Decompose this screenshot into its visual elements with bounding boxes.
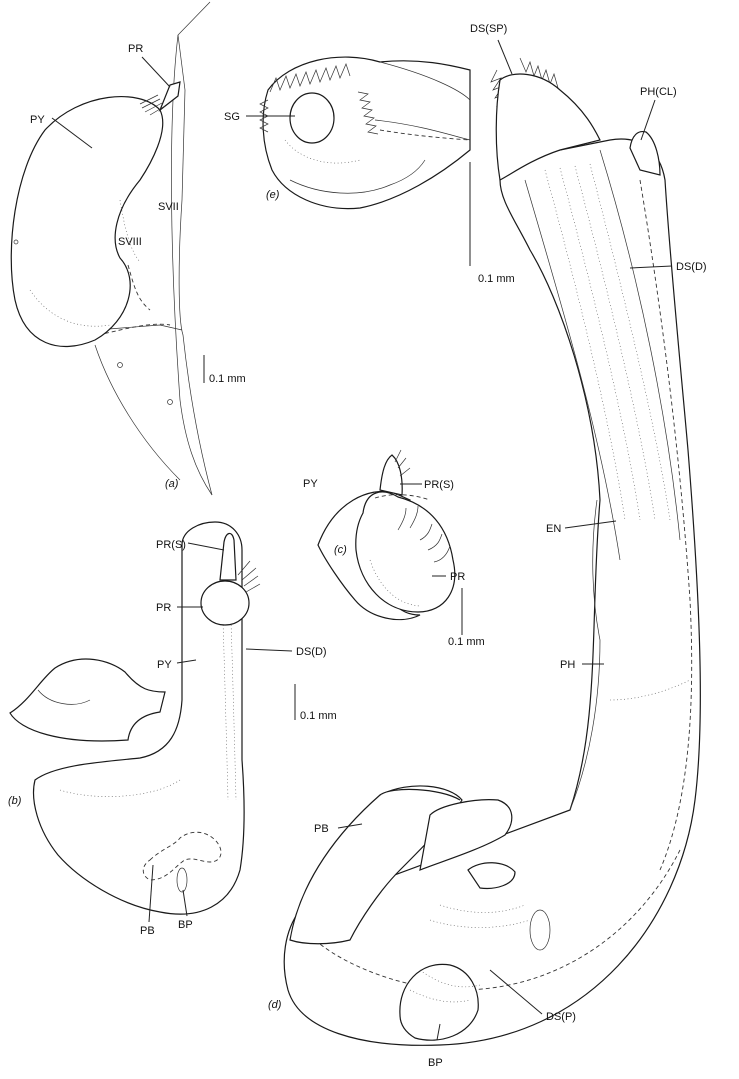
label-e-sg: SG (224, 111, 240, 123)
label-d-en: EN (546, 523, 561, 535)
panel-label-b: (b) (8, 795, 22, 807)
panel-label-a: (a) (165, 478, 179, 490)
panel-b-drawing (9, 521, 296, 923)
label-b-pb: PB (140, 925, 155, 937)
label-d-ph: PH (560, 659, 575, 671)
label-d-bp: BP (428, 1057, 443, 1069)
scale-label-c: 0.1 mm (448, 636, 485, 648)
panel-a-drawing (10, 1, 213, 496)
panel-e-drawing (246, 56, 471, 266)
label-a-sviii: SVIII (118, 236, 142, 248)
scale-label-e: 0.1 mm (478, 273, 515, 285)
scale-label-a: 0.1 mm (209, 373, 246, 385)
label-c-py: PY (303, 478, 318, 490)
label-c-pr: PR (450, 571, 465, 583)
label-a-pr: PR (128, 43, 143, 55)
label-c-prs: PR(S) (424, 479, 454, 491)
panel-label-e: (e) (266, 189, 280, 201)
panel-d-drawing (283, 39, 701, 1046)
label-b-py: PY (157, 659, 172, 671)
panel-label-d: (d) (268, 999, 282, 1011)
panel-c-drawing (317, 449, 463, 635)
panel-label-c: (c) (334, 544, 347, 556)
label-b-dsd: DS(D) (296, 646, 327, 658)
label-d-pb: PB (314, 823, 329, 835)
label-d-dsp: DS(P) (546, 1011, 576, 1023)
label-d-dssp: DS(SP) (470, 23, 507, 35)
label-b-prs: PR(S) (156, 539, 186, 551)
label-d-phcl: PH(CL) (640, 86, 677, 98)
label-d-dsd: DS(D) (676, 261, 707, 273)
label-a-svii: SVII (158, 201, 179, 213)
label-a-py: PY (30, 114, 45, 126)
label-b-pr: PR (156, 602, 171, 614)
label-b-bp: BP (178, 919, 193, 931)
scale-label-b: 0.1 mm (300, 710, 337, 722)
